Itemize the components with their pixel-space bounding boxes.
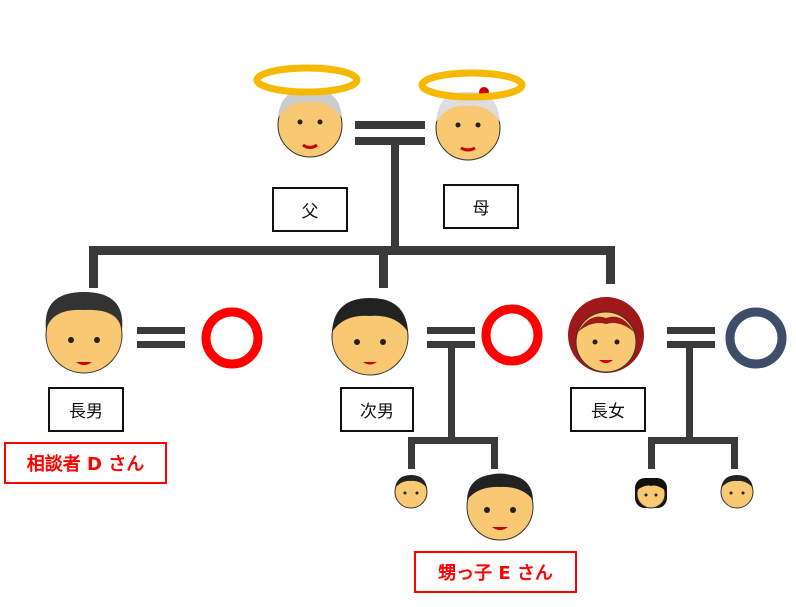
mother-label: 母 xyxy=(443,184,519,229)
eldest-daughter-face-icon xyxy=(568,297,644,373)
sibling-line xyxy=(89,246,615,255)
descent-line-parents xyxy=(391,137,399,252)
mother-halo-icon xyxy=(418,69,526,101)
eldest-daughter-label: 長女 xyxy=(570,387,646,432)
eldest-son-face-icon xyxy=(45,292,123,374)
eldest-son-label: 長男 xyxy=(48,387,124,432)
marriage-line-eldest-daughter xyxy=(667,327,715,334)
children-line-eldest-daughter xyxy=(648,437,738,444)
father-face-icon xyxy=(277,89,343,158)
second-son-face-icon xyxy=(331,298,409,376)
second-son-label: 次男 xyxy=(340,387,414,432)
children-line-second-son xyxy=(408,437,498,444)
nephew-e-face-icon xyxy=(466,473,534,541)
nephew-face-icon xyxy=(720,475,754,509)
child-face-icon xyxy=(394,475,428,509)
marriage-line-eldest-son xyxy=(137,327,185,334)
father-label: 父 xyxy=(272,187,348,232)
spouse-second-son-circle xyxy=(481,304,543,366)
spouse-eldest-daughter-circle xyxy=(725,307,787,369)
niece-face-icon xyxy=(635,478,667,509)
nephew-e-label: 甥っ子 E さん xyxy=(414,551,577,593)
marriage-line-second-son xyxy=(427,327,475,334)
father-halo-icon xyxy=(253,64,361,96)
consultant-d-label: 相談者 D さん xyxy=(4,442,167,484)
spouse-eldest-son-circle xyxy=(201,307,263,369)
marriage-line-parents xyxy=(355,121,425,129)
